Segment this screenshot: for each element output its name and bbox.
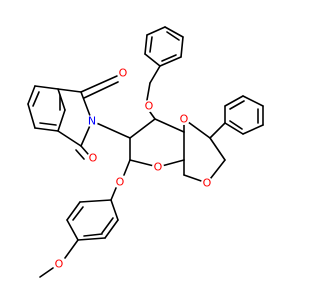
atom-background: [86, 115, 98, 127]
bond: [159, 56, 182, 67]
molecule-structure: O O N O O O O O O: [27, 26, 264, 278]
bond-double-inner: [72, 206, 84, 221]
bond: [27, 103, 36, 129]
bond-double-inner: [229, 100, 245, 110]
atom-o-o_pyran: O: [152, 161, 164, 174]
bond: [146, 82, 151, 101]
bond: [64, 239, 79, 259]
bond: [164, 26, 184, 38]
atom-o-o_ring_b: O: [201, 177, 213, 190]
bond: [39, 267, 54, 278]
atom-n-n_phth: N: [86, 115, 98, 128]
atom-label: O: [180, 113, 189, 126]
bond: [80, 75, 118, 93]
bond: [57, 130, 82, 147]
bond: [209, 122, 226, 139]
bond-double-inner: [149, 36, 153, 53]
bond: [154, 118, 185, 133]
atom-background: [53, 258, 65, 270]
bond: [104, 219, 119, 239]
bond: [110, 199, 119, 221]
atom-label: O: [119, 67, 128, 80]
bond: [110, 187, 117, 201]
bond: [144, 53, 161, 67]
atom-background: [87, 152, 99, 164]
bond: [242, 95, 264, 107]
bond: [66, 219, 79, 241]
bond: [34, 85, 59, 90]
bond-double-inner: [229, 120, 243, 130]
molecule-diagram: O O N O O O O O O: [27, 26, 264, 278]
bond: [129, 118, 156, 139]
atom-o-o_bn: O: [143, 100, 155, 113]
bond: [34, 127, 59, 132]
bond-double-inner: [83, 233, 103, 237]
bond: [80, 145, 89, 155]
atom-o-o_phth_bot: O: [87, 152, 99, 165]
bond: [123, 159, 131, 176]
atom-background: [143, 100, 155, 112]
atom-label: N: [88, 115, 96, 128]
atom-labels: O O N O O O O O O: [53, 67, 213, 271]
bond: [77, 237, 106, 241]
bond: [57, 109, 66, 132]
atom-label: O: [145, 100, 154, 113]
atom-background: [178, 113, 190, 125]
atom-o-o_ring_a: O: [178, 113, 190, 126]
atom-background: [114, 176, 126, 188]
bond: [180, 36, 184, 58]
bond: [146, 26, 166, 36]
atom-label: O: [89, 152, 98, 165]
bond: [144, 34, 148, 55]
bond: [27, 85, 36, 105]
atom-o-o_aryl: O: [114, 176, 126, 189]
bond: [224, 95, 244, 107]
bond-double-inner: [161, 54, 177, 62]
bond: [57, 88, 82, 93]
atom-label: O: [55, 258, 64, 271]
bond: [66, 201, 81, 221]
bond-double-inner: [39, 122, 57, 126]
bond: [91, 120, 131, 139]
bond: [79, 199, 112, 203]
bond-double-inner: [166, 31, 180, 41]
atom-label: O: [203, 177, 212, 190]
bond-double-inner: [32, 91, 40, 107]
bond-double-inner: [101, 217, 114, 234]
bond: [57, 88, 66, 111]
atom-label: O: [116, 176, 125, 189]
atom-background: [152, 161, 164, 173]
bond: [83, 81, 119, 99]
bond: [242, 124, 264, 135]
atom-background: [201, 177, 213, 189]
bond: [149, 65, 161, 84]
bond: [149, 111, 156, 120]
atom-label: O: [154, 161, 163, 174]
bond: [75, 149, 85, 160]
atom-o-o_phth_top: O: [117, 67, 129, 80]
atom-background: [117, 67, 129, 79]
bond: [209, 137, 226, 161]
bonds: [27, 26, 264, 278]
atom-o-o_methoxy: O: [53, 258, 65, 271]
bond: [224, 122, 244, 135]
